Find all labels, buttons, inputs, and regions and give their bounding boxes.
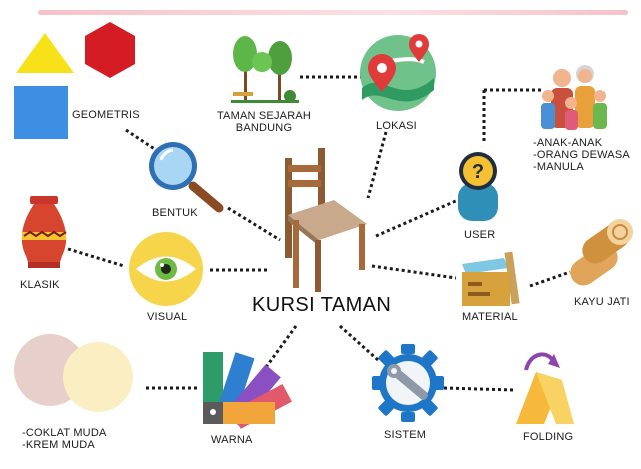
connectors [67, 75, 571, 392]
user-label: USER [464, 229, 496, 241]
square-icon [14, 86, 68, 139]
lokasi-label: LOKASI [376, 120, 417, 132]
connector-warna-center [262, 325, 298, 371]
user-list-label: -ANAK-ANAK -ORANG DEWASA -MANULA [533, 137, 630, 173]
taman-sejarah-label: TAMAN SEJARAH BANDUNG [216, 110, 312, 134]
folding-chair-icon [516, 352, 574, 424]
connector-geometris-bentuk [125, 128, 157, 152]
geometris-label: GEOMETRIS [72, 109, 140, 121]
trees-icon [231, 36, 299, 103]
klasik-label: KLASIK [20, 279, 60, 291]
connector-material-kayu [529, 270, 571, 288]
connector-sistem-folding [443, 386, 515, 392]
chair-icon [285, 148, 367, 292]
warna-label: WARNA [211, 434, 253, 446]
eye-icon [129, 232, 203, 306]
magnifier-icon [149, 142, 224, 213]
map-location-icon [360, 34, 436, 111]
svg-text:?: ? [472, 161, 484, 183]
top-accent-bar [38, 10, 628, 15]
center-title: KURSI TAMAN [252, 294, 392, 316]
connector-material-center [371, 264, 457, 280]
wood-log-icon [570, 219, 633, 286]
family-icon [541, 65, 607, 130]
vase-icon [21, 196, 67, 268]
kayu-jati-label: KAYU JATI [574, 296, 630, 308]
visual-label: VISUAL [147, 311, 188, 323]
color-swatch-icon [203, 352, 292, 429]
connector-lokasi-center [366, 131, 388, 199]
bentuk-label: BENTUK [152, 207, 198, 219]
krem-muda-swatch [63, 342, 133, 412]
warna-list-label: -COKLAT MUDA -KREM MUDA [22, 427, 107, 451]
connector-bentuk-center [227, 206, 281, 242]
folding-label: FOLDING [523, 431, 574, 443]
connector-user-center [375, 198, 459, 238]
materials-box-icon [462, 251, 520, 306]
connector-sistem-center [338, 324, 380, 362]
material-label: MATERIAL [462, 311, 518, 323]
sistem-label: SISTEM [384, 429, 427, 441]
gear-wrench-icon [372, 344, 444, 422]
triangle-icon [16, 33, 74, 73]
question-user-icon: ? [458, 152, 498, 221]
connector-klasik-visual [67, 247, 125, 268]
hexagon-icon [85, 22, 135, 78]
